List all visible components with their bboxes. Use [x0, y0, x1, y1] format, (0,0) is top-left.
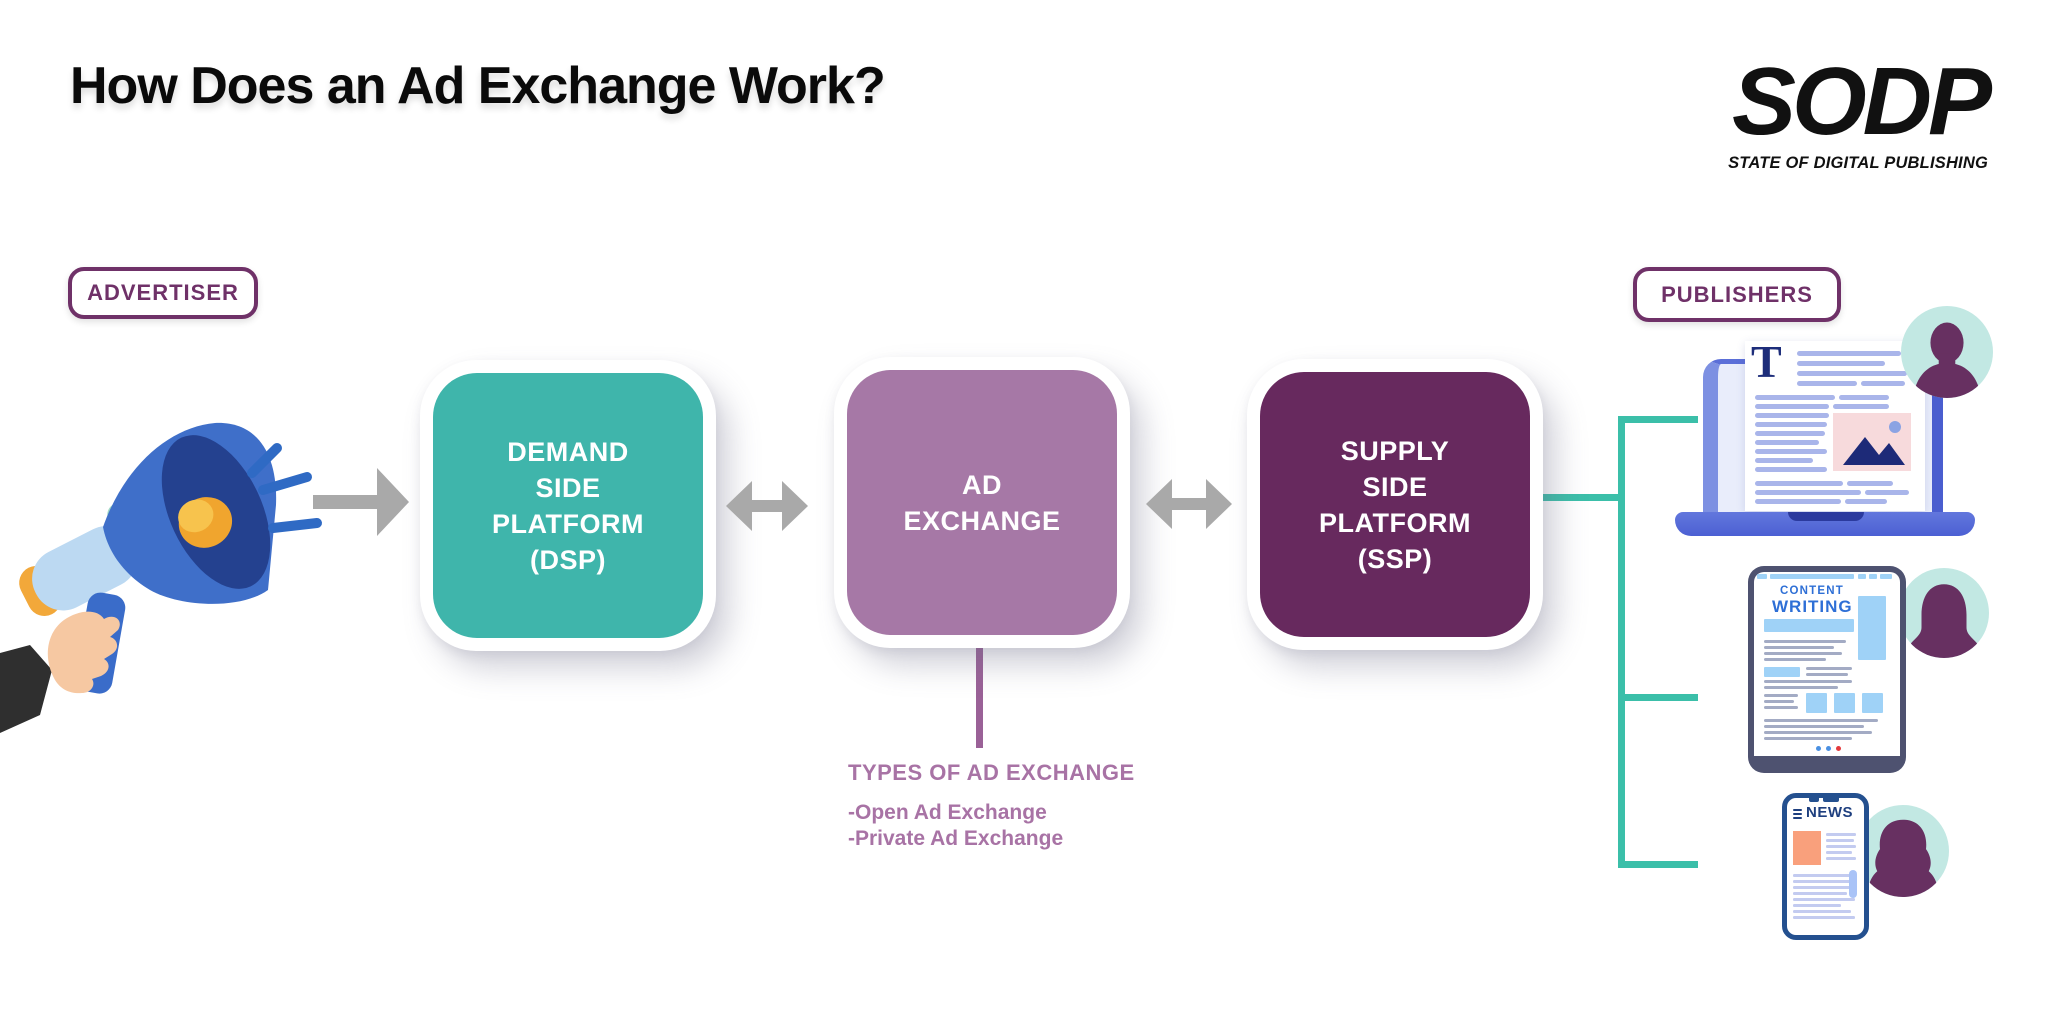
connector-tablet-branch [1618, 694, 1698, 701]
types-heading: TYPES OF AD EXCHANGE [848, 760, 1135, 785]
carousel-dot [1826, 746, 1831, 751]
dsp-label-line: PLATFORM [492, 508, 644, 539]
sound-lines-icon [247, 443, 322, 533]
logo-tagline: STATE OF DIGITAL PUBLISHING [1728, 154, 1988, 173]
ssp-label-line: SIDE [1362, 471, 1428, 502]
types-list: -Open Ad Exchange -Private Ad Exchange [848, 800, 1063, 852]
page-title: How Does an Ad Exchange Work? [70, 57, 886, 115]
types-item: -Private Ad Exchange [848, 827, 1064, 850]
arrow-right-icon [313, 468, 409, 536]
tablet-illustration: CONTENT WRITING [1748, 566, 1906, 773]
hamburger-icon [1793, 809, 1802, 811]
adx-label-line: AD [962, 469, 1002, 500]
connector-laptop-branch [1618, 416, 1698, 423]
mountains-icon [1843, 421, 1905, 465]
double-arrow-dsp-adx-icon [726, 481, 808, 531]
carousel-dot-active [1836, 746, 1841, 751]
avatar-woman-icon [1857, 805, 1949, 897]
megaphone-icon [0, 422, 322, 733]
avatar-man-icon [1901, 306, 1993, 398]
adx-label-line: EXCHANGE [903, 505, 1061, 536]
types-item: -Open Ad Exchange [848, 801, 1047, 824]
sodp-logo: SODP STATE OF DIGITAL PUBLISHING [1690, 48, 1992, 173]
laptop-notch [1788, 512, 1864, 521]
tablet-title-line1: CONTENT [1780, 585, 1844, 597]
types-connector-line [976, 645, 983, 748]
carousel-dot [1816, 746, 1821, 751]
dsp-box: DEMAND SIDE PLATFORM (DSP) [420, 360, 716, 651]
connector-phone-branch [1618, 861, 1698, 868]
ssp-label-line: PLATFORM [1319, 507, 1471, 538]
document-image-placeholder [1833, 413, 1911, 471]
laptop-document: T [1745, 336, 1925, 511]
news-image-placeholder [1793, 831, 1821, 865]
ssp-label-line: (SSP) [1357, 543, 1433, 574]
dsp-label-line: SIDE [535, 472, 601, 503]
phone-illustration: NEWS [1782, 793, 1869, 940]
dsp-label-line: DEMAND [507, 436, 629, 467]
document-drop-cap: T [1751, 336, 1782, 387]
advertiser-badge: ADVERTISER [68, 267, 258, 319]
avatar-hooded-icon [1899, 568, 1989, 658]
scrollbar [1849, 870, 1857, 898]
sleeve-shape [0, 645, 52, 733]
connector-trunk-line [1618, 416, 1625, 868]
ssp-label-line: SUPPLY [1340, 435, 1450, 466]
dsp-label-line: (DSP) [530, 544, 606, 575]
tablet-title-line2: WRITING [1772, 597, 1853, 616]
double-arrow-adx-ssp-icon [1146, 479, 1232, 529]
publishers-badge: PUBLISHERS [1633, 267, 1841, 322]
ssp-box: SUPPLY SIDE PLATFORM (SSP) [1247, 359, 1543, 650]
phone-news-header: NEWS [1806, 804, 1853, 821]
connector-ssp-line [1536, 494, 1622, 501]
ad-exchange-box: AD EXCHANGE [834, 357, 1130, 648]
logo-wordmark: SODP [1731, 48, 1992, 155]
menu-icon [1880, 574, 1892, 579]
